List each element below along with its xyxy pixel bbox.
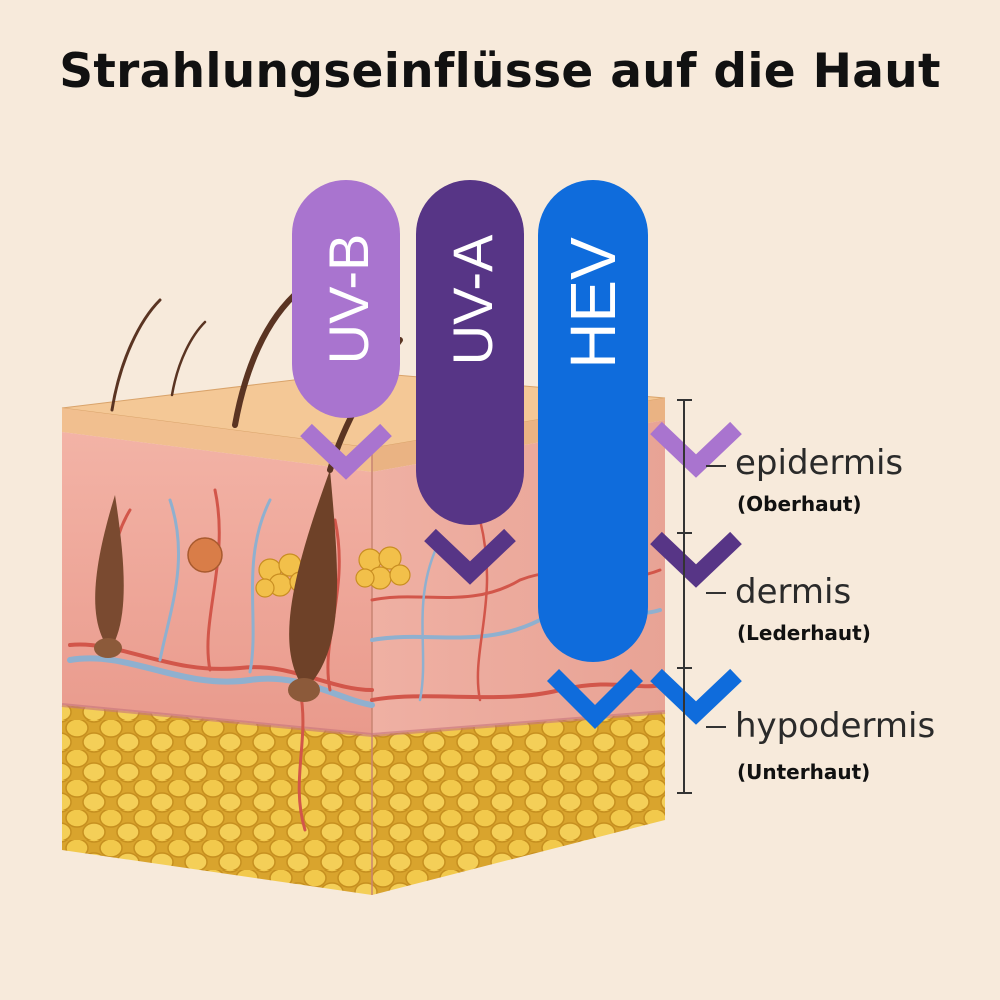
- hypodermis-front: [62, 705, 372, 895]
- uv-b-label: UV-B: [317, 234, 380, 365]
- hev-label: HEV: [557, 237, 629, 369]
- uv-b-pill: UV-B: [292, 180, 400, 418]
- penetration-arrows: [300, 421, 742, 730]
- uv-a-arrow: [424, 528, 516, 585]
- hypodermis-label: hypodermis: [735, 706, 936, 746]
- hair-follicles: [94, 470, 338, 702]
- hev-pill: HEV: [538, 180, 648, 662]
- hypodermis-side: [372, 712, 665, 895]
- dermis-label: dermis: [735, 572, 852, 612]
- page-title: Strahlungseinflüsse auf die Haut: [59, 44, 941, 99]
- epidermis-arrow: [650, 421, 742, 478]
- uv-a-label: UV-A: [441, 234, 504, 365]
- epidermis-subtitle: (Oberhaut): [737, 492, 862, 516]
- layer-bracket: [677, 399, 726, 794]
- epidermis-front: [62, 408, 372, 472]
- dermis-subtitle: (Lederhaut): [737, 621, 871, 645]
- hypodermis-arrow: [650, 668, 742, 725]
- uv-b-arrow: [300, 423, 392, 480]
- hev-arrow: [546, 668, 644, 730]
- dermis-arrow: [650, 531, 742, 588]
- epidermis-label: epidermis: [735, 443, 904, 483]
- uv-a-pill: UV-A: [416, 180, 524, 525]
- hypodermis-subtitle: (Unterhaut): [737, 760, 871, 784]
- fat-clusters: [187, 537, 411, 598]
